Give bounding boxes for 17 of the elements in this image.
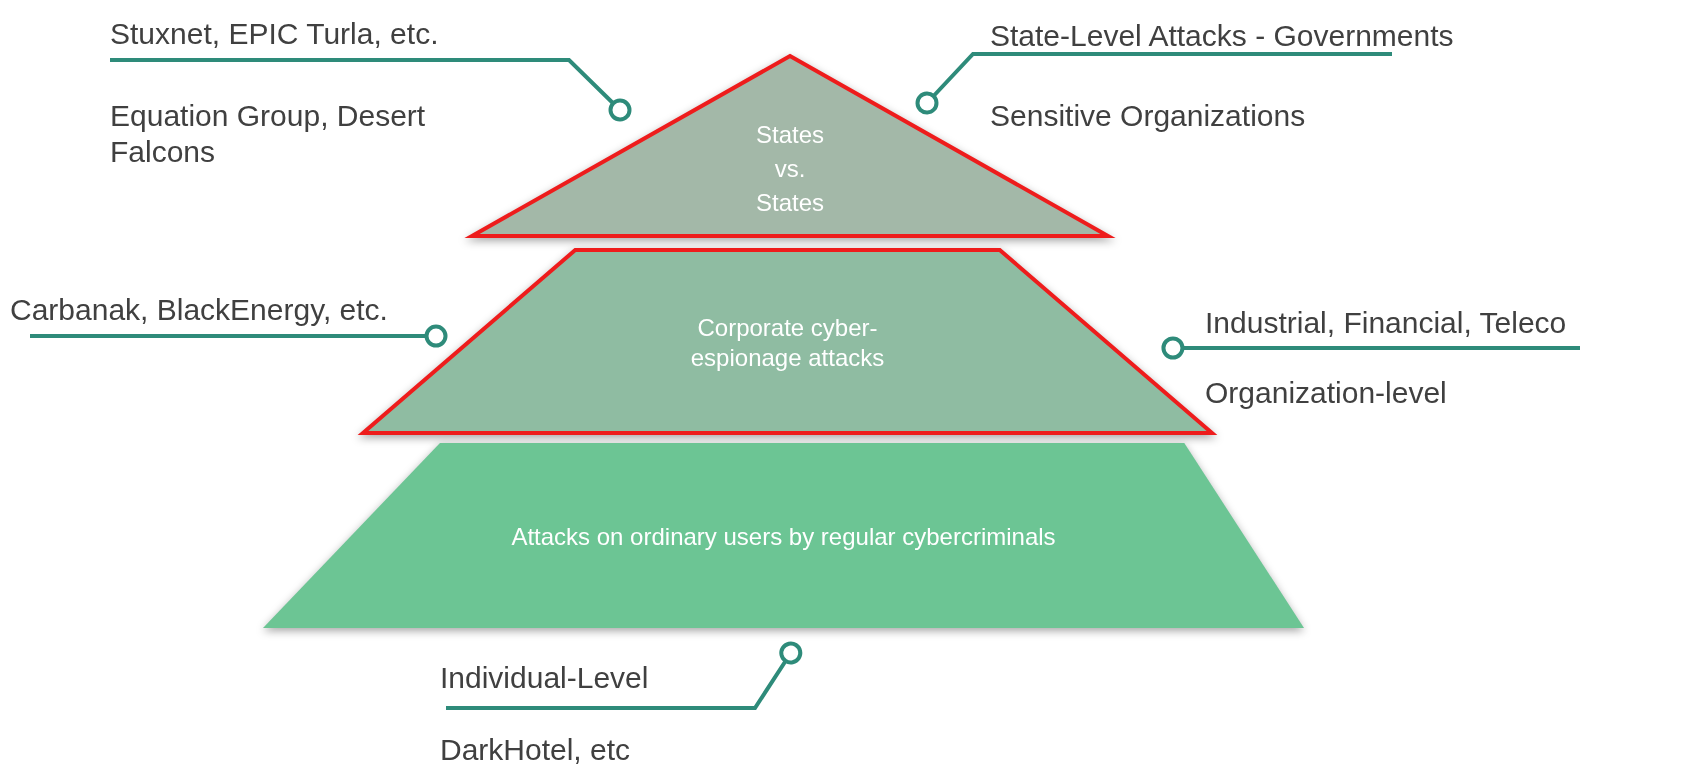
callout-text: Carbanak, BlackEnergy, etc. <box>10 292 389 328</box>
callout-text: Equation Group, Desert Falcons <box>110 98 427 170</box>
tier-label: States vs. States <box>754 120 825 218</box>
leader-line <box>110 58 632 122</box>
callout-text: Individual-Level <box>440 660 650 696</box>
leader-line <box>30 324 448 348</box>
callout-text: DarkHotel, etc <box>440 732 632 768</box>
callout-text: State-Level Attacks - Governments <box>990 18 1455 54</box>
leader-line <box>446 641 803 710</box>
callout-text: Organization-level <box>1205 375 1448 411</box>
tier-label: Corporate cyber-espionage attacks <box>689 313 886 373</box>
leader-line <box>915 52 1392 115</box>
callout-text: Industrial, Financial, Teleco <box>1205 305 1568 341</box>
callout-text: Sensitive Organizations <box>990 98 1307 134</box>
callout-text: Stuxnet, EPIC Turla, etc. <box>110 16 440 52</box>
leader-line <box>1161 336 1580 360</box>
tier-label: Attacks on ordinary users by regular cybercriminals <box>510 522 1057 552</box>
